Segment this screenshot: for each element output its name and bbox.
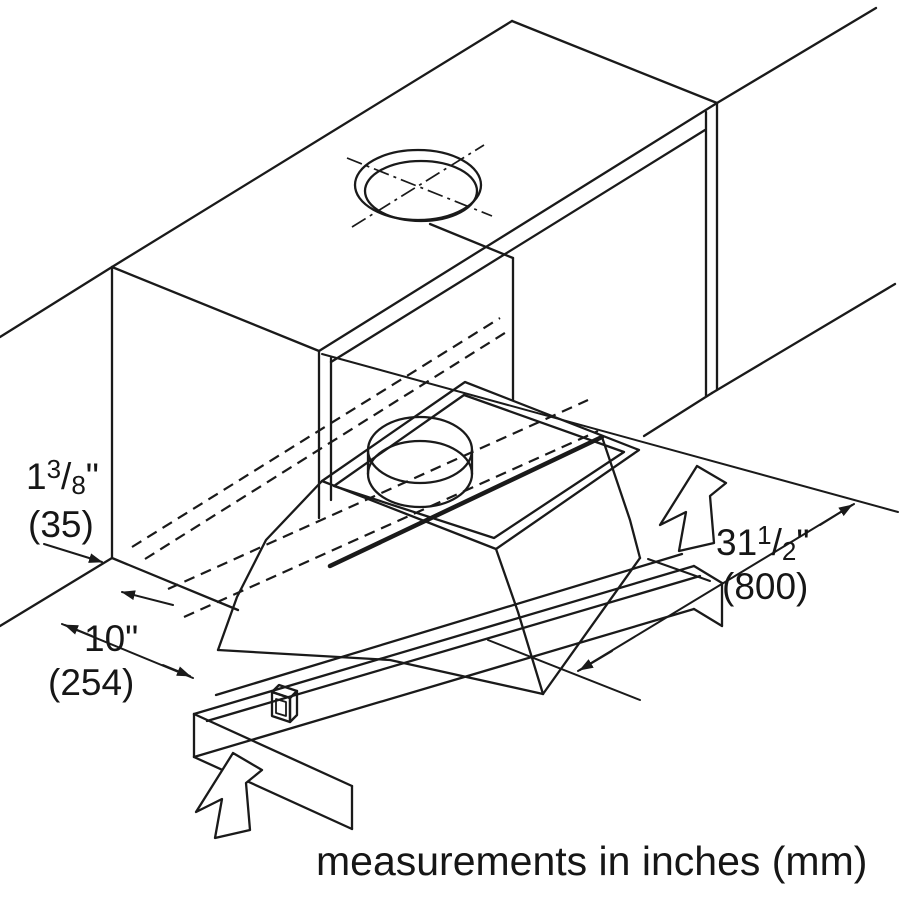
hood-top-plate <box>320 380 641 551</box>
mm800-leader <box>647 558 711 582</box>
recess-arrow-lower <box>121 590 174 606</box>
insert-arrow-icon-left <box>194 751 264 840</box>
width-dimension-mm: (800) <box>722 566 809 607</box>
control-switch <box>270 683 299 724</box>
units-caption: measurements in inches (mm) <box>316 838 868 884</box>
depth-dimension-label: 10" <box>84 618 139 659</box>
duct-collar <box>366 415 474 509</box>
hidden-edges <box>131 317 599 619</box>
depth-arrow-right <box>162 664 191 677</box>
recess-arrow-upper <box>43 543 103 563</box>
duct-hole <box>346 144 493 228</box>
dimension-lines <box>43 353 899 701</box>
centerline-crosshair <box>346 144 493 228</box>
depth-arrow-left <box>64 624 93 637</box>
width-arrow-lower <box>579 650 613 671</box>
insert-arrow-icon-right <box>658 464 728 553</box>
recess-dimension-mm: (35) <box>28 504 94 545</box>
recess-dimension-label: 13/8" <box>26 454 99 500</box>
cabinet-outline <box>0 6 897 628</box>
width-arrow-upper <box>819 504 853 526</box>
hood-body <box>216 435 642 696</box>
hood-insert <box>192 380 724 831</box>
width-dimension-label: 311/2" <box>716 520 810 566</box>
insertion-arrows <box>194 464 728 840</box>
depth-dimension-mm: (254) <box>48 662 135 703</box>
